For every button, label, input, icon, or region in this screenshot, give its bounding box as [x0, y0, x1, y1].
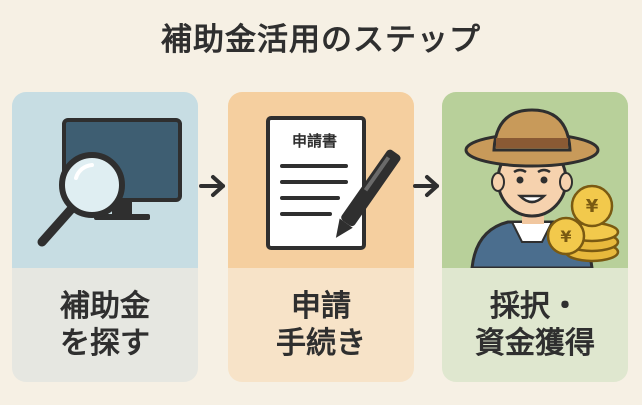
step-label-line2: を探す [60, 326, 150, 361]
step-label-line2: 資金獲得 [475, 326, 595, 361]
yen-symbol: ¥ [586, 196, 599, 217]
application-document-pen-icon: 申請書 [266, 116, 401, 250]
step-illustration-search [12, 92, 198, 268]
step-label-line1: 申請 [291, 288, 351, 324]
step-card-search: 補助金 を探す [12, 92, 198, 382]
page-title: 補助金活用のステップ [161, 22, 481, 58]
step-label-application: 申請 手続き [228, 268, 414, 382]
computer-magnifier-icon [37, 118, 182, 247]
arrow-right-icon [413, 175, 439, 197]
step-label-line1: 採択・ [490, 288, 580, 324]
step-label-line2: 手続き [276, 326, 366, 361]
document-title: 申請書 [292, 132, 337, 150]
farmer-with-coins-icon: ¥ ¥ [464, 108, 620, 270]
arrow-right-icon [199, 175, 225, 197]
step-card-application: 申請書 申請 手続き [228, 92, 414, 382]
step-illustration-funding: ¥ ¥ [442, 92, 628, 270]
yen-symbol: ¥ [560, 227, 571, 246]
step-card-funding: ¥ ¥ 採択・ 資金獲得 [442, 92, 628, 382]
step-label-line1: 補助金 [60, 288, 150, 324]
step-label-search: 補助金 を探す [12, 268, 198, 382]
step-illustration-application: 申請書 [228, 92, 414, 268]
step-label-funding: 採択・ 資金獲得 [442, 268, 628, 382]
